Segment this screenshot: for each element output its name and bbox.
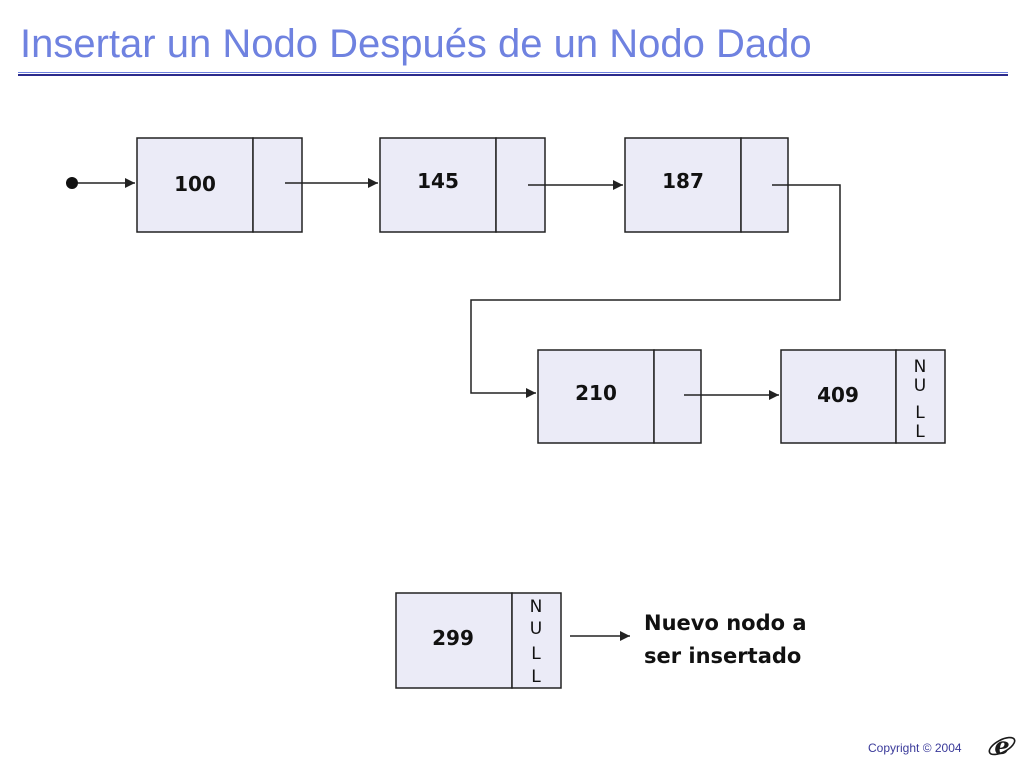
node-value: 210 (575, 381, 617, 405)
node-next-cell (252, 137, 303, 233)
node-value: 100 (174, 172, 216, 196)
company-logo-icon: e (988, 732, 1016, 760)
list-node: 210 (537, 349, 702, 444)
null-pointer-label: N U L L (914, 357, 927, 442)
arrow-right-icon (470, 184, 841, 398)
null-letter: U (530, 619, 542, 639)
node-data-cell (780, 349, 897, 444)
node-next-cell (511, 592, 562, 689)
node-data-cell (379, 137, 497, 233)
null-pointer-label: N U L L (530, 597, 543, 687)
node-value: 187 (662, 169, 704, 193)
logo-letter: e (994, 732, 1009, 760)
new-node-caption-line: ser insertado (644, 644, 801, 668)
new-node-value: 299 (432, 626, 474, 650)
list-node: 100 (136, 137, 303, 233)
null-letter: U (914, 376, 926, 396)
node-next-cell (895, 349, 946, 444)
title-rule (18, 72, 1008, 76)
title-rule-thick (18, 74, 1008, 76)
node-value: 409 (817, 383, 859, 407)
node-value: 145 (417, 169, 459, 193)
list-node: 409 N U L L (780, 349, 946, 444)
new-node-caption-line: Nuevo nodo a (644, 611, 807, 635)
null-letter: N (530, 597, 543, 617)
null-letter: L (531, 667, 541, 687)
null-letter: N (914, 357, 927, 377)
node-data-cell (136, 137, 254, 233)
title-rule-thin (18, 72, 1008, 73)
head-pointer-dot-icon (66, 177, 78, 189)
new-node: 299 N U L L (395, 592, 562, 689)
list-node: 145 (379, 137, 546, 233)
null-letter: L (531, 644, 541, 664)
node-next-cell (653, 349, 702, 444)
list-node: 187 (624, 137, 789, 233)
slide-title: Insertar un Nodo Después de un Nodo Dado (20, 22, 812, 66)
null-letter: L (915, 403, 925, 423)
copyright-notice: Copyright © 2004 (868, 741, 962, 755)
null-letter: L (915, 422, 925, 442)
